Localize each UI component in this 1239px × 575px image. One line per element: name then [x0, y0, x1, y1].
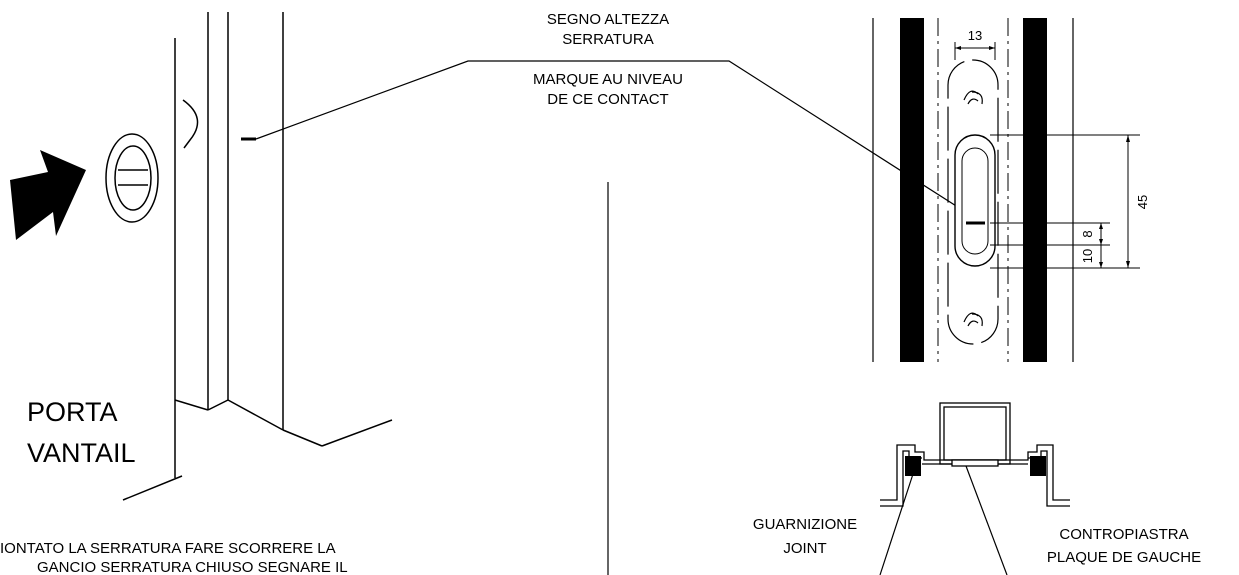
label-plaque: PLAQUE DE GAUCHE	[1047, 549, 1201, 566]
label-marque-1: MARQUE AU NIVEAU	[533, 71, 683, 88]
gasket-bar-left	[900, 18, 924, 362]
strike-plate-front: 13 45 8 10	[872, 18, 1150, 362]
label-contropiastra: CONTROPIASTRA	[1059, 526, 1188, 543]
label-segno-1: SEGNO ALTEZZA	[547, 11, 669, 28]
dim-offset-b-label: 10	[1080, 249, 1095, 263]
gasket-left	[905, 456, 921, 476]
leader-guarnizione	[879, 473, 914, 575]
strike-plate-section	[880, 402, 1070, 507]
dim-offset-a-label: 8	[1080, 230, 1095, 237]
gasket-bar-right	[1023, 18, 1047, 362]
label-marque-2: DE CE CONTACT	[547, 91, 668, 108]
push-arrow-icon	[10, 150, 86, 240]
door-perspective	[122, 12, 393, 501]
gasket-right	[1030, 456, 1046, 476]
label-porta: PORTA	[27, 397, 118, 427]
leader-contropiastra	[965, 465, 1008, 575]
door-handle	[105, 133, 159, 223]
label-vantail: VANTAIL	[27, 438, 136, 468]
screw-top-icon	[963, 90, 983, 105]
dim-height-label: 45	[1135, 195, 1150, 209]
leader-line-door	[255, 60, 987, 226]
instruction-line-2: GANCIO SERRATURA CHIUSO SEGNARE IL	[37, 559, 348, 575]
instruction-line-1: IONTATO LA SERRATURA FARE SCORRERE LA	[0, 540, 336, 557]
label-guarnizione: GUARNIZIONE	[753, 516, 857, 533]
label-segno-2: SERRATURA	[562, 31, 653, 48]
screw-bottom-icon	[963, 312, 983, 327]
dim-width-label: 13	[968, 28, 982, 43]
label-joint: JOINT	[783, 540, 826, 557]
latch-slot	[954, 134, 996, 267]
